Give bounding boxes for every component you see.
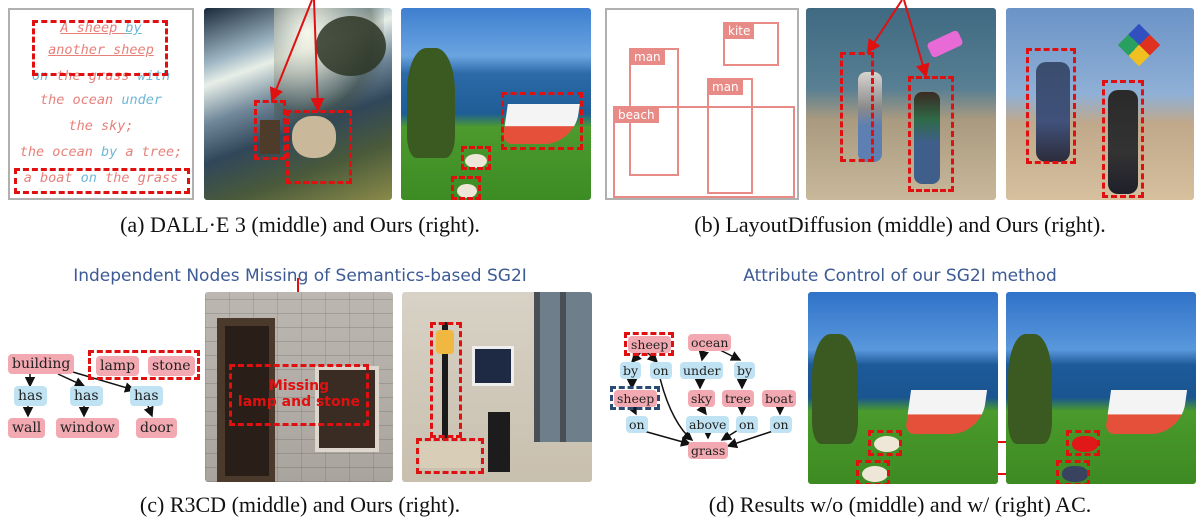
highlight-box-sheep-wo-1 [868,430,902,456]
result-with-ac-image [1006,292,1196,484]
prompt-line: the ocean under [10,92,192,108]
highlight-box-sheep-phrase [32,20,168,76]
node-on-4: on [770,416,792,433]
prompt-line: a boat on the grass [10,170,192,186]
layout-label-kite: kite [724,23,755,39]
node-on-1: on [650,362,672,379]
layout-label-beach: beach [614,107,659,123]
layoutdiffusion-generated-image [806,8,996,200]
prompt-line: on the grass with [10,68,192,84]
result-without-ac-image [808,292,998,484]
text-prompt-panel: A sheep by another sheep on the grass with… [8,8,194,200]
caption-d: (d) Results w/o (middle) and w/ (right) … [708,492,1092,517]
prompt-token: on [31,68,57,84]
highlight-box-sheep-bottom [610,386,660,410]
node-stone: stone [148,356,195,376]
highlight-box-sheep-ours-2 [451,176,481,200]
node-building: building [8,354,75,374]
prompt-token: another sheep [48,42,154,58]
node-on-3: on [736,416,758,433]
node-window: window [56,418,119,438]
prompt-line: the ocean by a tree; [10,144,192,160]
highlight-box-sheep-top [624,332,674,356]
highlight-box-stone [416,438,484,474]
node-on-2: on [626,416,648,433]
prompt-token: by [125,20,142,36]
highlight-box-lamp [430,322,462,438]
prompt-token: a tree; [125,144,183,160]
highlight-box-man-1 [840,52,874,162]
highlight-box-man-2 [908,76,954,192]
node-boat: boat [762,390,797,407]
layout-box-beach [613,106,795,198]
highlight-box-sheep-wo-2 [856,460,890,484]
prompt-token: on [80,170,106,186]
node-tree: tree [722,390,754,407]
node-sky: sky [688,390,716,407]
prompt-token: the ocean [19,144,101,160]
node-ocean: ocean [688,334,732,351]
highlight-box-man-ours-1 [1026,48,1076,164]
node-has-3: has [130,386,163,406]
prompt-token: A sheep [60,20,126,36]
highlight-box-independent-nodes [88,350,200,380]
prompt-token: by [100,144,126,160]
highlight-box-boat-ours [501,92,583,150]
dalle3-generated-image [204,8,392,200]
heading-c: Independent Nodes Missing of Semantics-b… [73,266,527,286]
highlight-box-missing [229,364,369,426]
ours-generated-image-b [1006,8,1194,200]
node-has-2: has [70,386,103,406]
caption-c: (c) R3CD (middle) and Ours (right). [139,492,461,517]
heading-d: Attribute Control of our SG2I method [743,266,1057,286]
highlight-box-sheep-ours-1 [461,146,491,170]
node-has-1: has [14,386,47,406]
prompt-token: the grass [105,170,179,186]
highlight-box-sheep-w-2 [1056,460,1090,484]
prompt-token: with [137,68,171,84]
missing-label-line-1: Missing [268,378,330,394]
node-sheep-top: sheep [628,336,672,353]
node-door: door [136,418,177,438]
highlight-box-man-ours-2 [1102,80,1144,198]
prompt-token: the ocean [40,92,122,108]
prompt-line: another sheep [10,42,192,58]
layout-label-man-2: man [708,79,743,95]
node-grass: grass [688,442,729,459]
ours-generated-image-a [401,8,591,200]
ours-generated-image-c [402,292,592,482]
prompt-token: under [121,92,162,108]
prompt-token: the grass [56,68,138,84]
layout-label-man-1: man [630,49,665,65]
node-wall: wall [8,418,46,438]
prompt-line: A sheep by [10,20,192,36]
prompt-token: a boat [23,170,81,186]
node-sheep-bottom: sheep [614,390,658,407]
caption-b: (b) LayoutDiffusion (middle) and Ours (r… [694,212,1106,237]
r3cd-generated-image: Missing lamp and stone [205,292,393,482]
prompt-line: the sky; [10,118,192,134]
highlight-box-sheep-w-1 [1066,430,1100,456]
prompt-token: the sky; [68,118,134,134]
node-by-1: by [620,362,642,379]
layout-input-panel: kite man man beach [605,8,799,200]
missing-label: Missing lamp and stone [229,378,369,410]
caption-a: (a) DALL·E 3 (middle) and Ours (right). [120,212,480,237]
node-lamp: lamp [96,356,140,376]
node-above: above [686,416,730,433]
missing-label-line-2: lamp and stone [237,394,361,410]
highlight-box-boat-phrase [14,168,190,194]
node-by-2: by [734,362,756,379]
node-under: under [680,362,724,379]
